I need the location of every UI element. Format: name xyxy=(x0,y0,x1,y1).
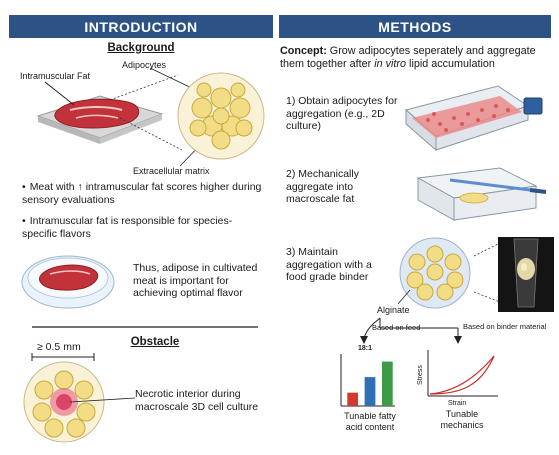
alginate-aggregate-icon xyxy=(399,237,471,309)
petri-dish-illustration xyxy=(21,255,115,309)
bullet-1: •Meat with ↑ intramuscular fat scores hi… xyxy=(22,181,262,206)
alginate-label: Alginate xyxy=(377,305,410,315)
aggregation-tray-illustration xyxy=(416,167,547,221)
step-2-text: 2) Mechanically aggregate into macroscal… xyxy=(286,168,359,205)
tube-photo xyxy=(498,237,554,312)
intramuscular-fat-label: Intramuscular Fat xyxy=(20,71,91,81)
strain-axis-label: Strain xyxy=(448,400,467,407)
background-heading: Background xyxy=(107,42,175,54)
branch-binder-label: Based on binder material xyxy=(463,322,547,331)
adipocytes-label: Adipocytes xyxy=(122,60,167,70)
branch-feed-label: Based on feed xyxy=(372,323,421,332)
methods-header: METHODS xyxy=(279,15,551,38)
chart-bar-2 xyxy=(364,377,376,406)
fatty-acid-bar-chart xyxy=(340,354,395,407)
culture-flask-illustration xyxy=(404,85,543,152)
concept-text: Concept: Grow adipocytes seperately and … xyxy=(280,45,536,70)
steak-tray-illustration xyxy=(36,95,164,144)
mechanics-caption: Tunable mechanics xyxy=(440,409,484,430)
obstacle-heading: Obstacle xyxy=(130,336,180,348)
adipocyte-cluster-icon xyxy=(177,72,265,160)
introduction-header: INTRODUCTION xyxy=(9,15,273,38)
bullet-2: •Intramuscular fat is responsible for sp… xyxy=(22,215,233,240)
step-3-text: 3) Maintain aggregation with a food grad… xyxy=(286,246,372,283)
chart-bar-3 xyxy=(381,361,393,406)
necrotic-text: Necrotic interior during macroscale 3D c… xyxy=(135,388,259,413)
necrotic-aggregate-icon xyxy=(23,361,105,443)
size-label: ≥ 0.5 mm xyxy=(37,341,81,353)
extracellular-matrix-label: Extracellular matrix xyxy=(133,166,210,176)
chart-bar-1 xyxy=(347,392,359,406)
fatty-acid-caption: Tunable fatty acid content xyxy=(344,411,396,432)
stress-strain-plot xyxy=(427,350,498,397)
step-1-text: 1) Obtain adipocytes for aggregation (e.… xyxy=(286,95,398,132)
chart-title: 18:1 xyxy=(358,345,373,352)
stress-axis-label: Stress xyxy=(417,365,424,385)
thus-text: Thus, adipose in cultivated meat is impo… xyxy=(133,262,258,299)
